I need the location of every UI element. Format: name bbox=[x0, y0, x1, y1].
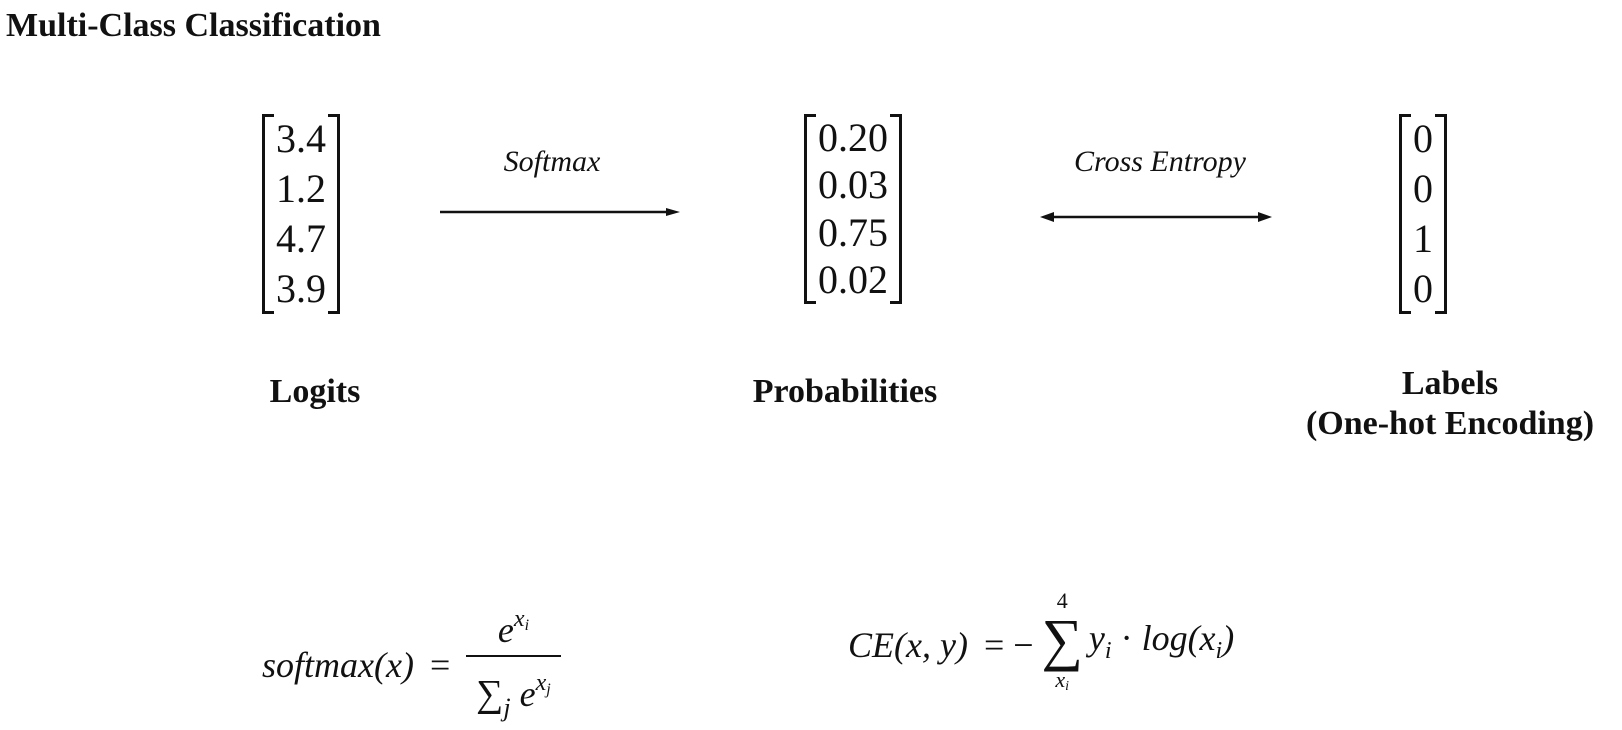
softmax-arrow-label: Softmax bbox=[503, 145, 601, 178]
term-y-sub: i bbox=[1104, 638, 1112, 664]
term-log-sub: i bbox=[1215, 638, 1223, 664]
left-bracket bbox=[804, 114, 816, 304]
logit-value: 3.4 bbox=[276, 116, 326, 161]
cross-entropy-arrow-label: Cross Entropy bbox=[1074, 145, 1246, 178]
labels-caption-line1: Labels bbox=[1401, 365, 1499, 402]
cross-entropy-lhs: CE(x, y) bbox=[848, 624, 968, 665]
cross-entropy-formula: CE(x, y) = − 4 ∑ xi yi · log(xi) bbox=[848, 590, 1234, 699]
probability-value: 0.03 bbox=[818, 162, 888, 208]
softmax-denominator: ∑j exj bbox=[466, 655, 561, 730]
double-arrow-icon bbox=[1040, 212, 1272, 222]
cross-entropy-terms: yi · log(xi) bbox=[1089, 618, 1234, 671]
numerator-exponent: xi bbox=[513, 606, 530, 634]
right-bracket bbox=[1435, 114, 1447, 314]
summation: 4 ∑ xi bbox=[1042, 590, 1083, 699]
probability-value: 0.02 bbox=[818, 257, 888, 303]
probability-value: 0.75 bbox=[818, 209, 888, 255]
softmax-formula-equals: = bbox=[429, 645, 451, 685]
logits-vector: 3.4 1.2 4.7 3.9 bbox=[262, 114, 340, 314]
sum-lower-bound: xi bbox=[1055, 668, 1069, 699]
sum-symbol-icon: ∑ bbox=[476, 673, 504, 715]
softmax-formula: softmax(x) = exi ∑j exj bbox=[262, 600, 561, 730]
term-y: y bbox=[1088, 618, 1105, 658]
softmax-formula-lhs: softmax(x) bbox=[262, 645, 414, 685]
labels-caption-line2: (One-hot Encoding) bbox=[1305, 405, 1595, 442]
right-arrow-icon bbox=[440, 208, 680, 216]
sum-upper-bound: 4 bbox=[1056, 588, 1068, 613]
softmax-numerator: exi bbox=[478, 600, 549, 655]
label-value: 0 bbox=[1413, 166, 1433, 211]
labels-caption: Labels (One-hot Encoding) bbox=[1280, 364, 1620, 444]
sum-index: j bbox=[503, 693, 511, 722]
denominator-exponent: xj bbox=[535, 670, 551, 698]
term-log-close: ) bbox=[1222, 618, 1235, 658]
probabilities-vector: 0.20 0.03 0.75 0.02 bbox=[804, 114, 902, 304]
logit-value: 4.7 bbox=[276, 216, 326, 261]
logit-value: 1.2 bbox=[276, 166, 326, 211]
probability-value: 0.20 bbox=[818, 114, 888, 160]
numerator-base: e bbox=[497, 610, 514, 650]
denominator-exponent-var: x bbox=[535, 670, 547, 696]
page-title: Multi-Class Classification bbox=[6, 7, 381, 44]
softmax-fraction: exi ∑j exj bbox=[466, 600, 561, 730]
probabilities-caption: Probabilities bbox=[752, 373, 938, 410]
denominator-base: e bbox=[519, 674, 536, 714]
sum-symbol-icon: ∑ bbox=[1041, 607, 1083, 672]
label-value: 0 bbox=[1413, 116, 1433, 161]
multiply-dot: · bbox=[1111, 618, 1142, 658]
cross-entropy-equals: = − bbox=[983, 624, 1034, 665]
term-log: log(x bbox=[1141, 618, 1216, 658]
labels-vector: 0 0 1 0 bbox=[1399, 114, 1447, 314]
left-bracket bbox=[262, 114, 274, 314]
label-value: 0 bbox=[1413, 266, 1433, 311]
sum-lower-sub: i bbox=[1065, 679, 1070, 694]
numerator-exponent-var: x bbox=[513, 606, 525, 632]
logit-value: 3.9 bbox=[276, 266, 326, 311]
logits-caption: Logits bbox=[269, 373, 361, 410]
label-value: 1 bbox=[1413, 216, 1433, 261]
left-bracket bbox=[1399, 114, 1411, 314]
right-bracket bbox=[328, 114, 340, 314]
denominator-exponent-sub: j bbox=[546, 681, 551, 698]
right-bracket bbox=[890, 114, 902, 304]
numerator-exponent-sub: i bbox=[524, 617, 530, 634]
sum-lower-var: x bbox=[1055, 667, 1066, 692]
